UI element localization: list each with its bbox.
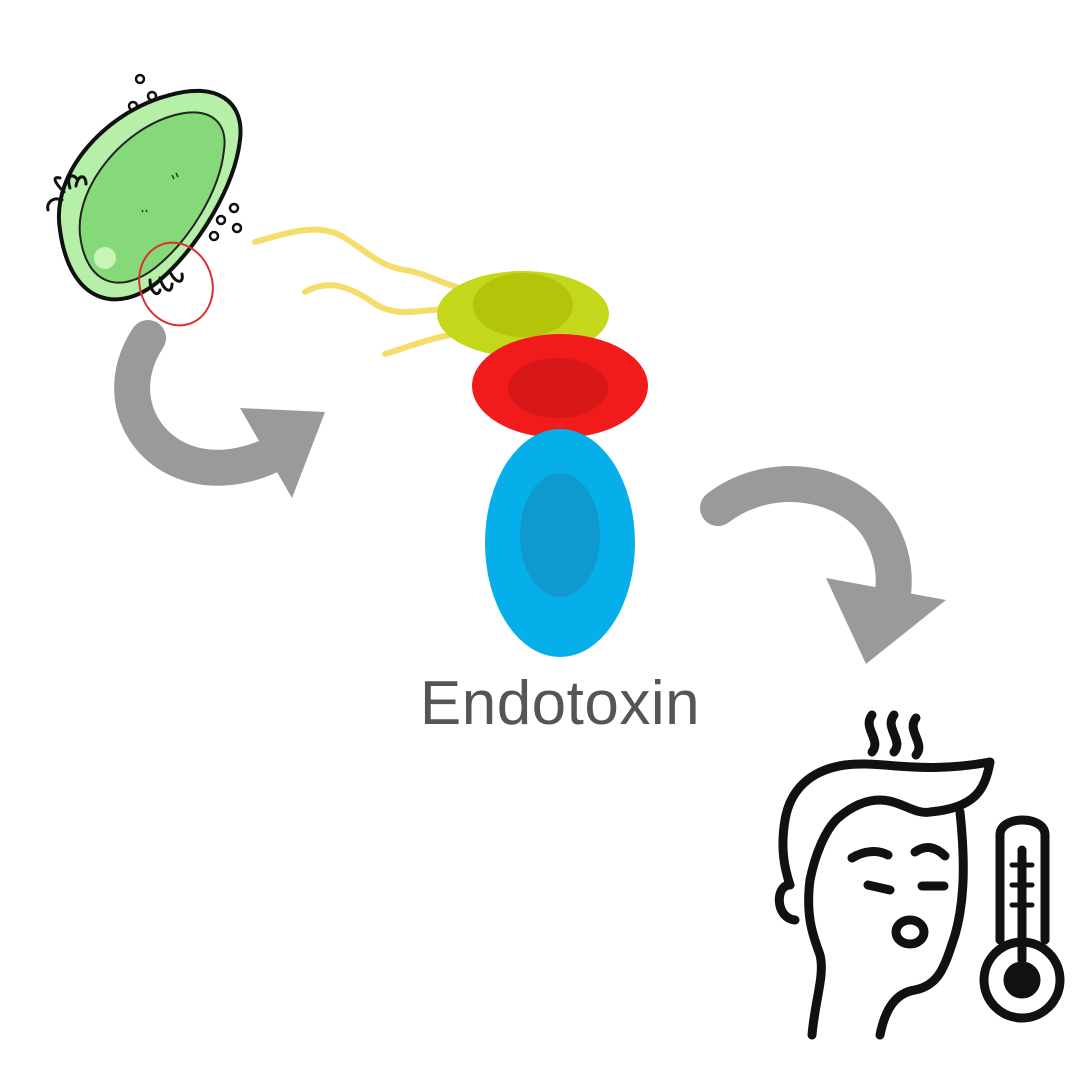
bacterium-icon [46,73,243,302]
highlight-ring [138,241,214,327]
lps-molecule-icon [252,226,648,657]
thermometer-icon [979,815,1065,1023]
fever-person-icon [774,710,995,1040]
curved-arrow-icon [700,466,946,664]
curved-arrow-icon [114,320,325,498]
endotoxin-label: Endotoxin [419,669,701,738]
